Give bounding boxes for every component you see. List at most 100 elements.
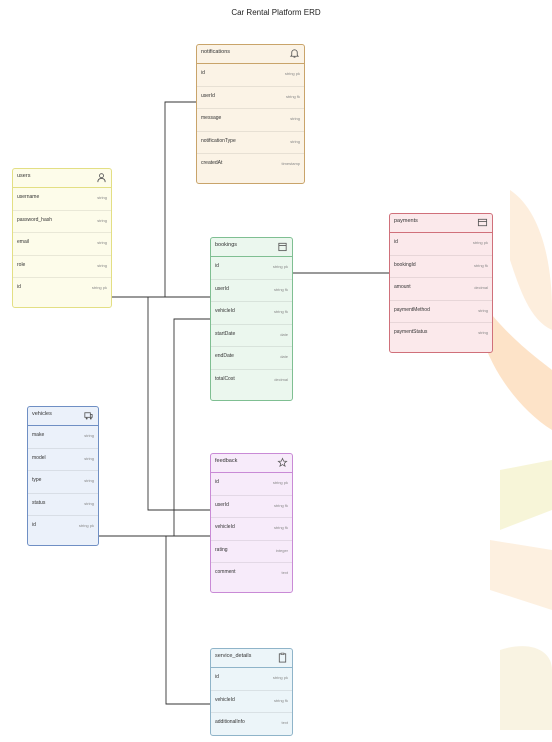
field-name: model	[32, 454, 46, 461]
field-name: message	[201, 115, 222, 121]
relationship-line	[165, 536, 210, 705]
relationship-line	[112, 296, 210, 511]
user-icon	[97, 173, 106, 183]
star-icon	[277, 457, 288, 467]
clipboard-icon	[278, 652, 287, 663]
field-type: integer	[275, 547, 288, 553]
field-name: status	[32, 499, 46, 506]
field-type: string	[84, 478, 94, 483]
field-row[interactable]: id string pk	[13, 278, 111, 301]
field-type: string fk	[273, 525, 288, 530]
field-type: decimal	[274, 376, 288, 382]
entity-name: service_details	[215, 653, 252, 659]
field-type: string	[84, 500, 94, 506]
field-row[interactable]: paymentStatus string	[390, 323, 492, 346]
field-name: vehicleId	[215, 696, 235, 703]
field-name: endDate	[215, 353, 234, 359]
relationship-line	[99, 318, 210, 537]
field-name: id	[32, 522, 36, 528]
relationship-line	[112, 101, 196, 298]
field-name: rating	[215, 546, 228, 553]
field-type: string	[84, 455, 94, 461]
field-type: string	[97, 240, 107, 245]
field-name: id	[17, 284, 21, 290]
field-name: id	[394, 239, 398, 245]
field-row[interactable]: bookingId string fk	[390, 256, 492, 278]
field-row[interactable]: password_hash string	[13, 211, 111, 233]
field-type: text	[281, 720, 288, 725]
entity-name: notifications	[201, 49, 231, 55]
field-name: make	[32, 432, 45, 438]
field-row[interactable]: make string	[28, 426, 98, 449]
field-row[interactable]: paymentMethod string	[390, 301, 492, 323]
field-name: totalCost	[215, 375, 235, 382]
field-row[interactable]: comment text	[211, 563, 292, 586]
field-type: string	[478, 330, 488, 335]
field-type: timestamp	[281, 161, 300, 166]
card-icon	[477, 218, 488, 227]
field-type: string fk	[273, 309, 288, 314]
field-row[interactable]: id string pk	[28, 516, 98, 539]
field-name: comment	[215, 569, 236, 575]
field-name: type	[32, 477, 42, 483]
field-row[interactable]: additionalInfo text	[211, 713, 292, 736]
calendar-icon	[278, 242, 287, 252]
field-type: string	[84, 433, 94, 438]
field-row[interactable]: totalCost decimal	[211, 370, 292, 393]
field-name: paymentMethod	[394, 306, 430, 313]
field-type: string	[97, 217, 107, 223]
field-row[interactable]: type string	[28, 471, 98, 494]
field-type: string fk	[273, 286, 288, 292]
field-name: paymentStatus	[394, 329, 428, 335]
field-type: string	[97, 195, 107, 200]
field-name: bookingId	[394, 261, 416, 268]
field-type: string fk	[273, 697, 288, 703]
field-row[interactable]: vehicleId string fk	[211, 691, 292, 713]
entity-name: feedback	[215, 458, 238, 464]
field-row[interactable]: model string	[28, 449, 98, 471]
field-type: string	[97, 262, 107, 268]
entity-name: users	[17, 173, 31, 179]
field-type: string fk	[473, 262, 488, 268]
diagram-title: Car Rental Platform ERD	[231, 8, 321, 17]
field-type: text	[281, 570, 288, 575]
field-type: string fk	[285, 93, 300, 99]
field-type: string pk	[78, 523, 94, 528]
field-type: string pk	[91, 285, 107, 290]
field-type: string	[478, 307, 488, 313]
field-row[interactable]: rating integer	[211, 541, 292, 563]
entity-name: payments	[394, 218, 418, 224]
field-name: startDate	[215, 330, 236, 337]
field-name: additionalInfo	[215, 719, 245, 725]
field-name: password_hash	[17, 216, 53, 223]
field-name: amount	[394, 284, 411, 290]
field-row[interactable]: status string	[28, 494, 98, 516]
